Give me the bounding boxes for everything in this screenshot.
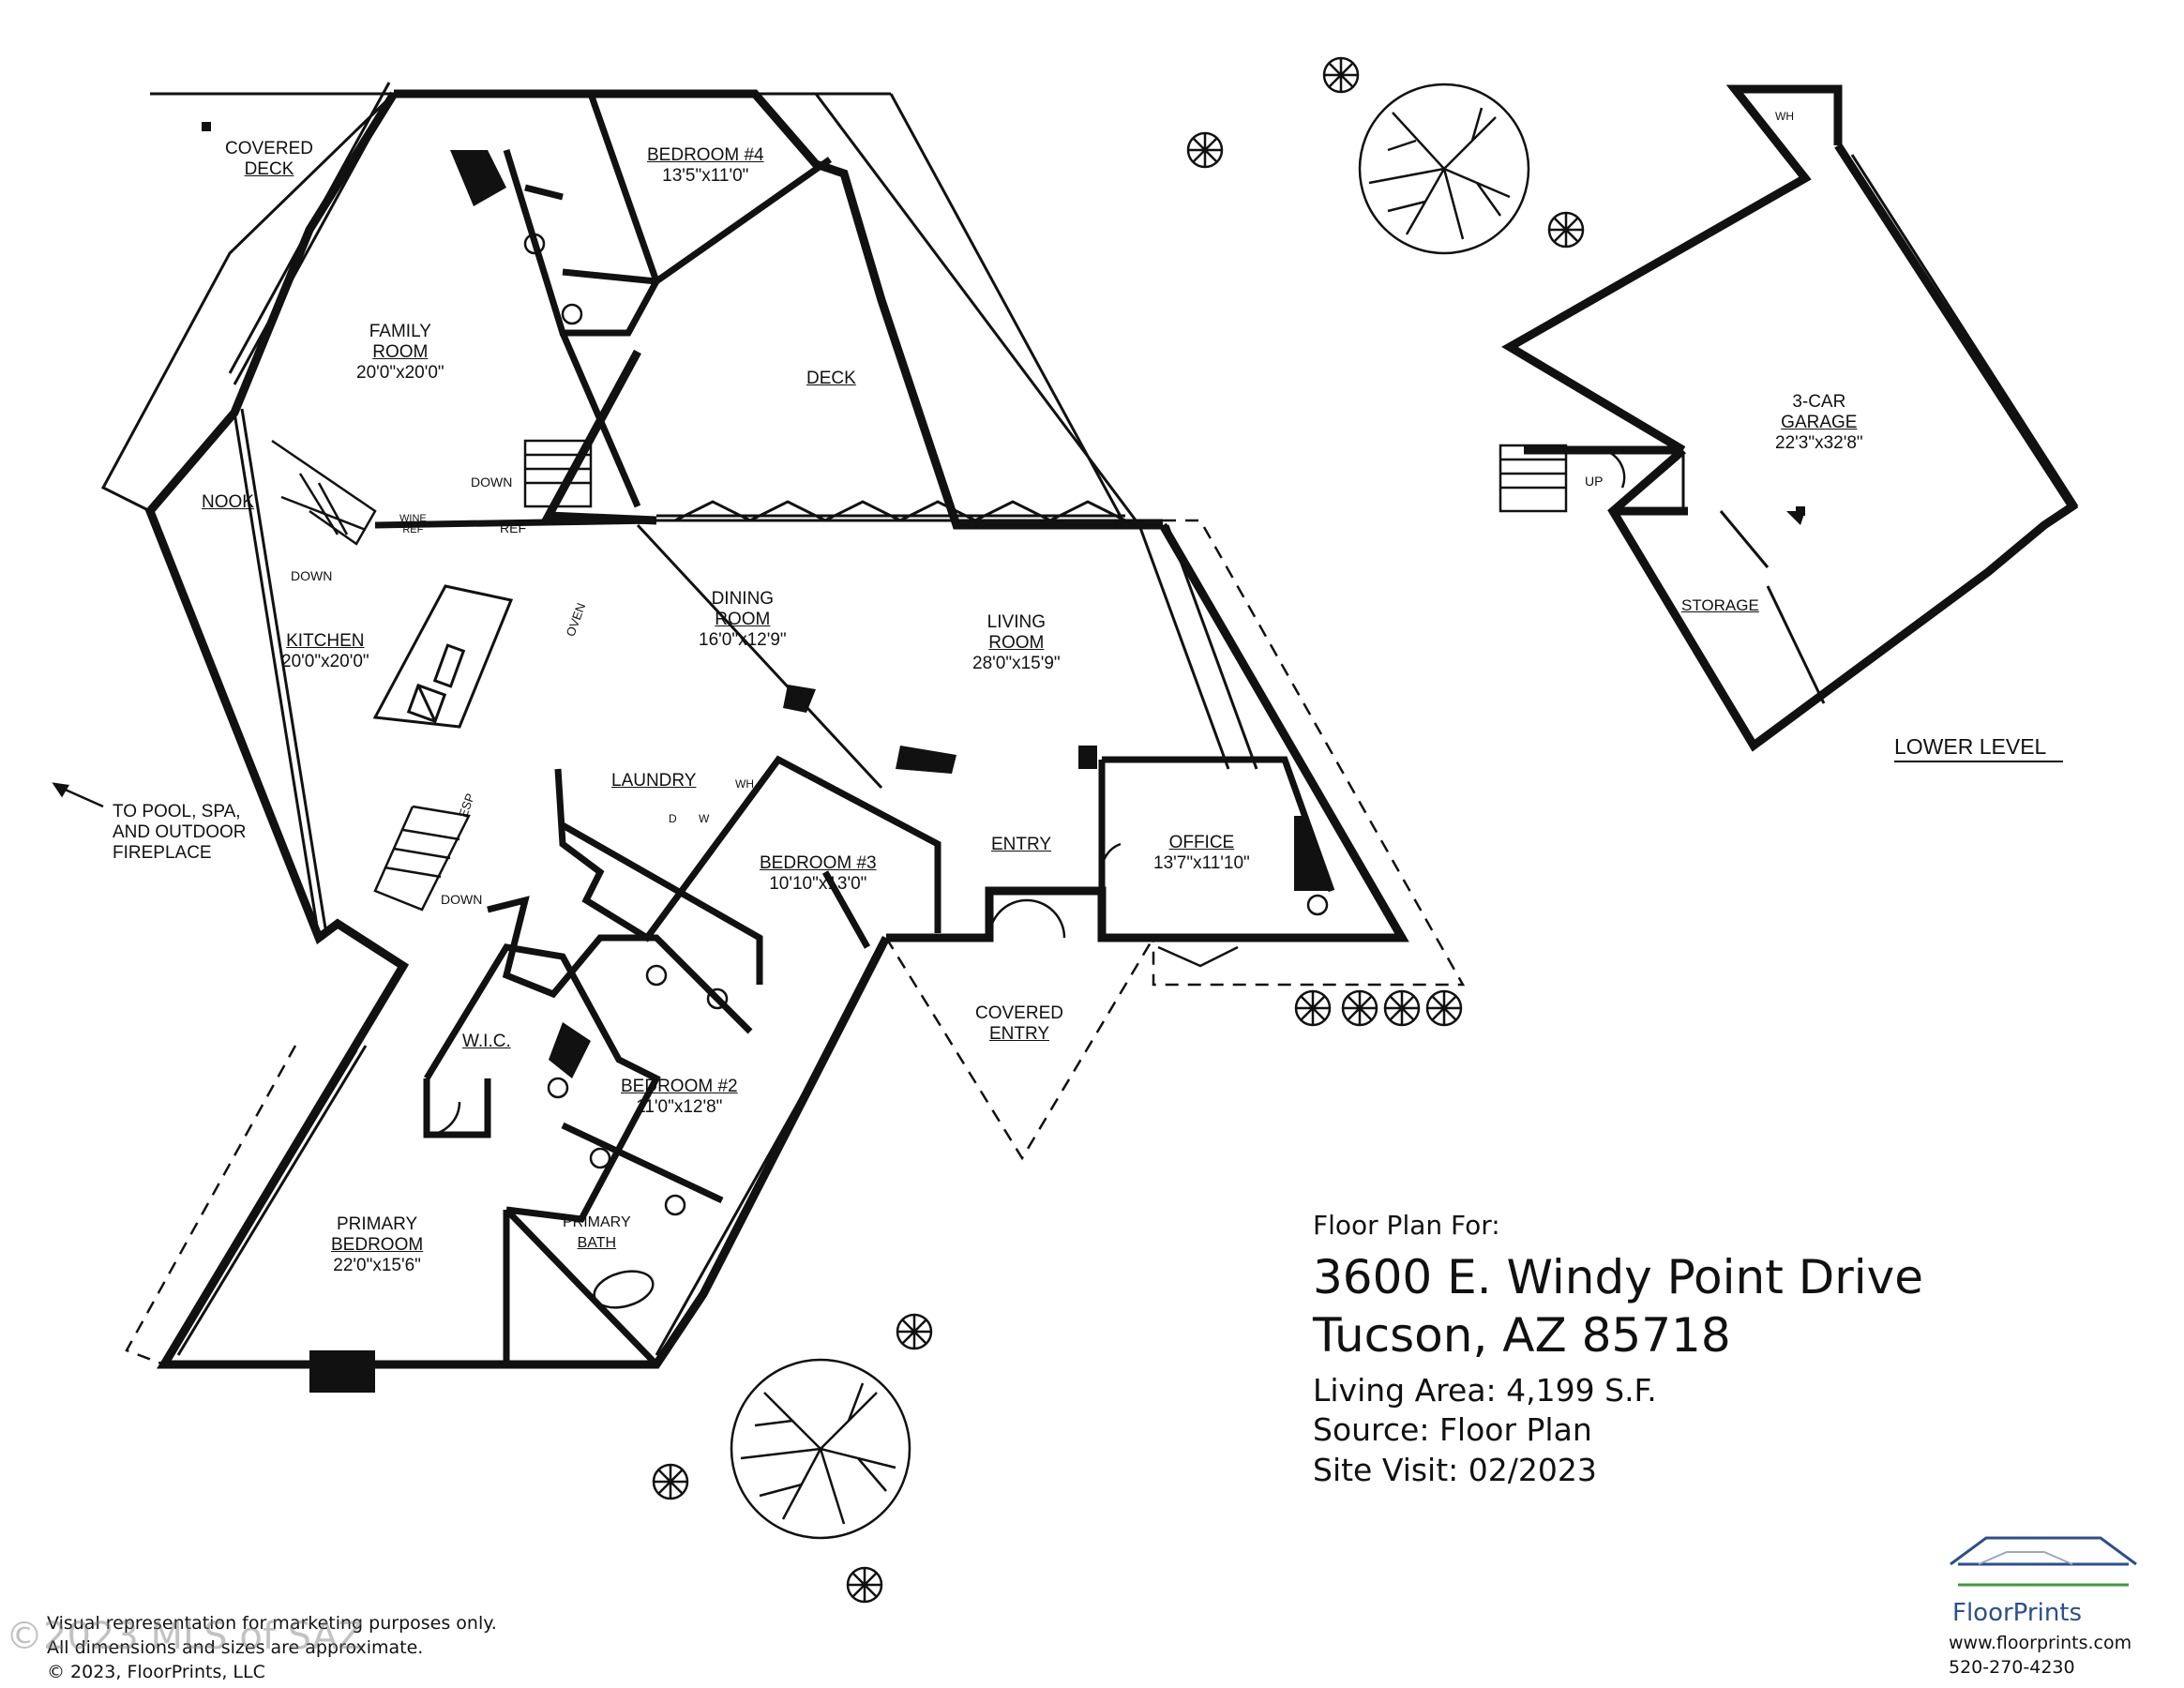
garage-thin-walls bbox=[1681, 154, 2079, 704]
stairs bbox=[271, 439, 1568, 912]
footer-disclaimer-line2: All dimensions and sizes are approximate… bbox=[47, 1637, 424, 1658]
entry-label: ENTRY bbox=[991, 835, 1052, 854]
lower-level-label: LOWER LEVEL bbox=[1894, 734, 2047, 759]
brand-phone: 520-270-4230 bbox=[1949, 1657, 2075, 1678]
water-heater-label-laundry: WH bbox=[735, 777, 754, 791]
info-site-visit: Site Visit: 02/2023 bbox=[1313, 1452, 1597, 1488]
kitchen-label: KITCHEN 20'0"x20'0" bbox=[281, 631, 369, 671]
family-room-label: FAMILY ROOM 20'0"x20'0" bbox=[356, 322, 444, 383]
info-heading: Floor Plan For: bbox=[1313, 1210, 1500, 1241]
pool-arrow bbox=[52, 782, 104, 808]
floorprints-logo bbox=[1950, 1536, 2137, 1587]
nook-label: NOOK bbox=[202, 492, 254, 512]
storage-label: STORAGE bbox=[1681, 596, 1759, 614]
wine-ref-label: WINE REF bbox=[399, 513, 427, 535]
bedroom3-label: BEDROOM #3 10'10"x13'0" bbox=[760, 853, 877, 894]
primary-bath-label: PRIMARY BATH bbox=[563, 1214, 631, 1251]
info-address-line2: Tucson, AZ 85718 bbox=[1313, 1308, 1731, 1363]
info-living-area: Living Area: 4,199 S.F. bbox=[1313, 1372, 1657, 1409]
water-heater-label-garage: WH bbox=[1775, 110, 1794, 123]
door-swings bbox=[426, 448, 1626, 1137]
stairs-down-label-3: DOWN bbox=[441, 892, 483, 907]
footer-copyright: © 2023, FloorPrints, LLC bbox=[47, 1662, 265, 1682]
interior-walls bbox=[167, 82, 1258, 1361]
deck-label: DECK bbox=[806, 369, 856, 388]
office-label: OFFICE 13'7"x11'10" bbox=[1153, 833, 1250, 873]
covered-deck-label: COVERED DECK bbox=[225, 139, 313, 179]
dashed-outlines bbox=[102, 486, 1466, 1366]
stairs-down-label-1: DOWN bbox=[471, 475, 513, 490]
info-address-line1: 3600 E. Windy Point Drive bbox=[1313, 1250, 1924, 1304]
bedroom2-label: BEDROOM #2 11'0"x12'8" bbox=[621, 1077, 738, 1117]
living-room-label: LIVING ROOM 28'0"x15'9" bbox=[972, 612, 1061, 673]
trees bbox=[652, 56, 1585, 1604]
kitchen-island bbox=[372, 584, 514, 729]
room-partitions bbox=[374, 92, 1335, 1367]
brand-name: FloorPrints bbox=[1952, 1599, 2083, 1627]
garage-label: 3-CAR GARAGE 22'3"x32'8" bbox=[1775, 392, 1863, 453]
dining-room-label: DINING ROOM 16'0"x12'9" bbox=[699, 589, 787, 650]
ref-label: REF bbox=[500, 520, 526, 535]
folding-doors bbox=[674, 500, 1126, 522]
stairs-up-label: UP bbox=[1585, 474, 1604, 489]
bedroom4-label: BEDROOM #4 13'5"x11'0" bbox=[647, 145, 764, 186]
pool-spa-note: TO POOL, SPA, AND OUTDOOR FIREPLACE bbox=[113, 802, 247, 863]
primary-bedroom-label: PRIMARY BEDROOM 22'0"x15'6" bbox=[331, 1214, 424, 1275]
dryer-label: D bbox=[669, 812, 677, 825]
washer-label: W bbox=[699, 812, 710, 825]
footer-disclaimer-line1: Visual representation for marketing purp… bbox=[47, 1613, 497, 1634]
mls-watermark: ©2023 MLS of SAZ bbox=[6, 1615, 364, 1658]
garage-post bbox=[1796, 506, 1805, 516]
covered-deck-post bbox=[202, 122, 211, 131]
covered-entry-label: COVERED ENTRY bbox=[975, 1003, 1063, 1044]
stairs-down-label-2: DOWN bbox=[291, 568, 333, 583]
brand-url: www.floorprints.com bbox=[1949, 1633, 2132, 1653]
laundry-label: LAUNDRY bbox=[611, 771, 697, 791]
info-source: Source: Floor Plan bbox=[1313, 1411, 1592, 1448]
wic-label: W.I.C. bbox=[462, 1032, 511, 1051]
bath-fixtures bbox=[523, 233, 1329, 1309]
solid-elements bbox=[309, 150, 1805, 1393]
